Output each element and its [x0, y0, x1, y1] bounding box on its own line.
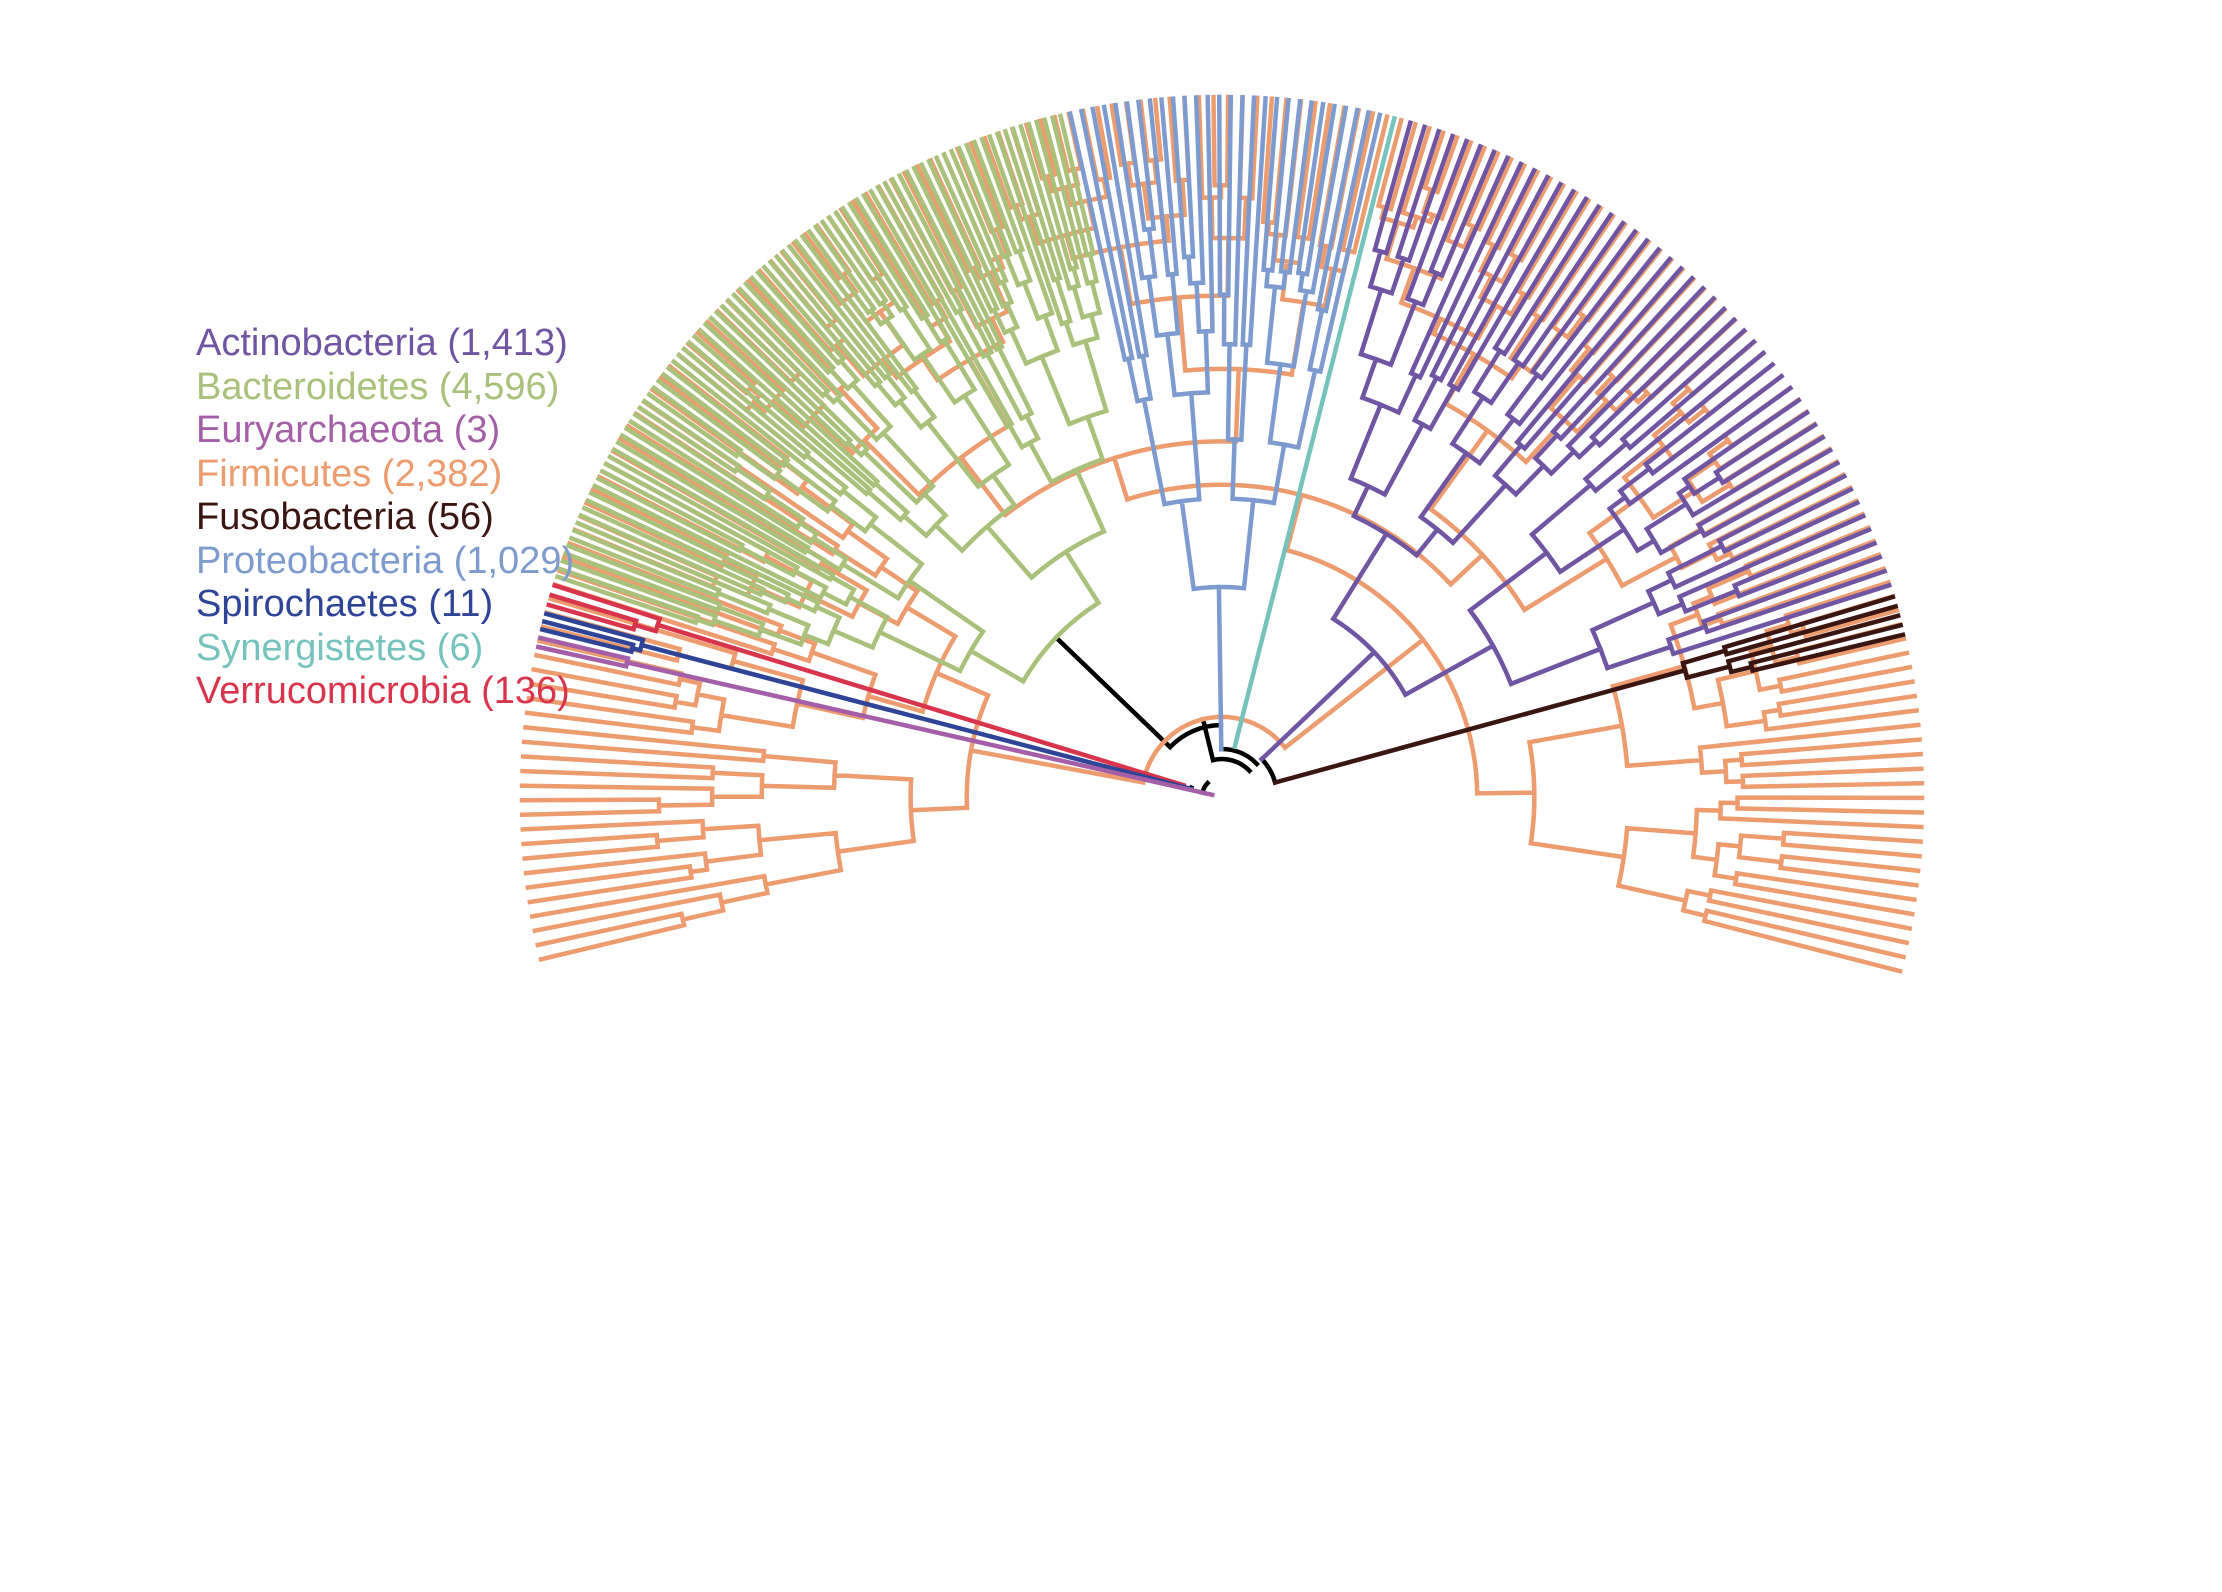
legend: Actinobacteria (1,413) Bacteroidetes (4,… [196, 322, 574, 714]
tree-branches [1067, 94, 1383, 752]
legend-item-fusobacteria: Fusobacteria (56) [196, 496, 494, 538]
tree-branches [1272, 594, 1906, 786]
tree-branches [554, 113, 1110, 685]
legend-item-spirochaetes: Spirochaetes (11) [196, 583, 494, 625]
legend-item-bacteroidetes: Bacteroidetes (4,596) [196, 365, 560, 408]
tree-branches [539, 611, 1194, 792]
legend-item-verrucomicrobia: Verrucomicrobia (136) [196, 670, 570, 712]
legend-item-synergistetes: Synergistetes (6) [196, 626, 484, 669]
tree-branches [535, 635, 1215, 798]
tree-branches [546, 582, 1187, 789]
legend-item-firmicutes: Firmicutes (2,382) [196, 452, 503, 495]
legend-item-proteobacteria: Proteobacteria (1,029) [196, 539, 575, 582]
tree-branches [1258, 120, 1893, 763]
tree-branches [1232, 115, 1398, 750]
legend-item-euryarchaeota: Euryarchaeota (3) [196, 409, 501, 451]
legend-item-actinobacteria: Actinobacteria (1,413) [196, 322, 568, 364]
